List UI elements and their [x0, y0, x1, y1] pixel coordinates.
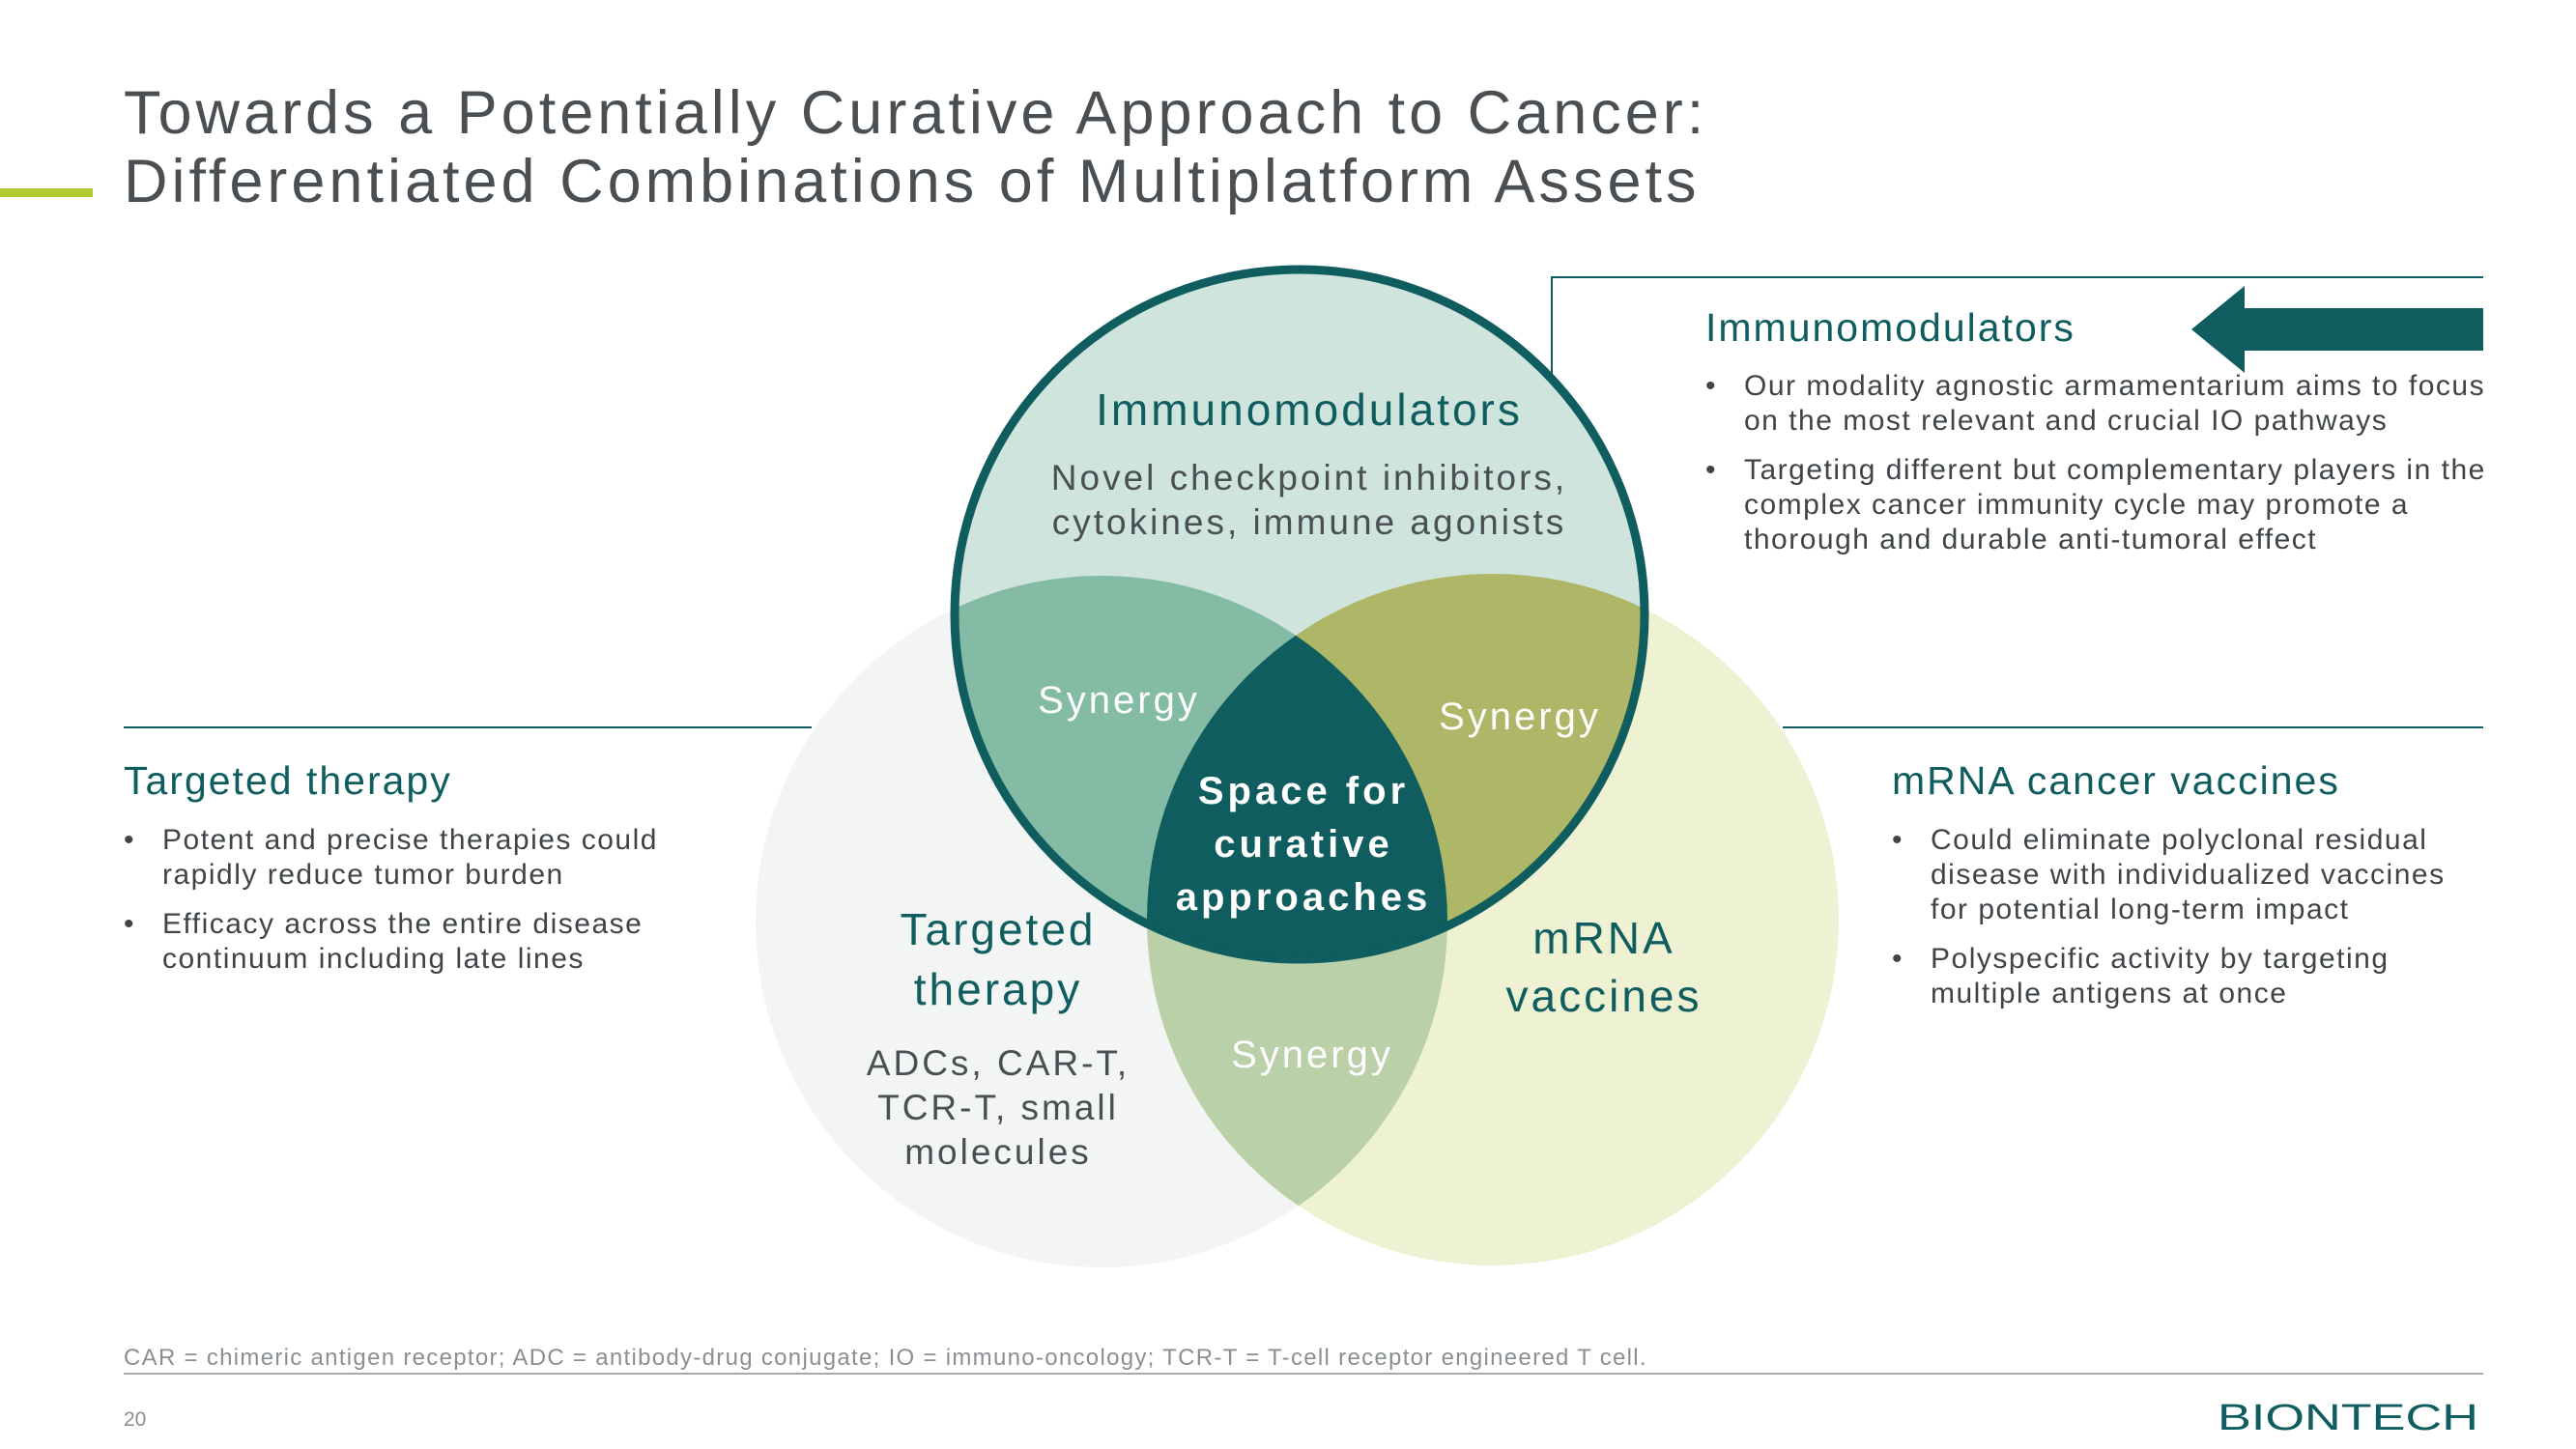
- mrna-vaccines-bullets: Could eliminate polyclonal residual dise…: [1892, 823, 2472, 1026]
- page-number: 20: [124, 1408, 147, 1431]
- venn-center-line-1: Space for: [1198, 770, 1409, 812]
- venn-center-overlap: [1147, 576, 1447, 959]
- venn-synergy-top-left: Synergy: [1038, 679, 1200, 722]
- targeted-therapy-bullet-2: Efficacy across the entire disease conti…: [124, 907, 723, 977]
- venn-synergy-bottom: Synergy: [1231, 1034, 1393, 1076]
- mrna-vaccines-bullet-2: Polyspecific activity by targeting multi…: [1892, 942, 2472, 1011]
- title-line-2: Differentiated Combinations of Multiplat…: [124, 148, 1701, 215]
- immunomodulators-bullet-2: Targeting different but complementary pl…: [1705, 453, 2488, 557]
- venn-synergy-top-right: Synergy: [1439, 696, 1601, 738]
- targeted-connector: [124, 726, 812, 728]
- immunomodulators-bullet-1: Our modality agnostic armamentarium aims…: [1705, 369, 2488, 439]
- venn-center-line-3: approaches: [1176, 876, 1432, 919]
- venn-top-desc-line-2: cytokines, immune agonists: [1052, 502, 1566, 542]
- biontech-logo-text: BIONTECH: [2218, 1398, 2478, 1435]
- venn-left-title-line-1: Targeted: [900, 904, 1096, 954]
- footer-divider: [124, 1373, 2483, 1375]
- venn-right-title-line-2: vaccines: [1506, 971, 1703, 1021]
- title-line-1: Towards a Potentially Curative Approach …: [124, 79, 1708, 147]
- venn-left-desc-line-2: TCR-T, small: [877, 1088, 1119, 1127]
- venn-immunomodulators-outline: [950, 265, 1649, 964]
- venn-left-title-line-2: therapy: [914, 964, 1082, 1014]
- venn-left-desc-line-1: ADCs, CAR-T,: [867, 1043, 1130, 1083]
- immunomodulators-bullets: Our modality agnostic armamentarium aims…: [1705, 369, 2488, 572]
- immunomodulators-heading: Immunomodulators: [1705, 305, 2075, 350]
- venn-right-title-line-1: mRNA: [1532, 913, 1674, 963]
- mrna-vaccines-heading: mRNA cancer vaccines: [1892, 758, 2340, 803]
- mrna-vaccines-bullet-1: Could eliminate polyclonal residual dise…: [1892, 823, 2472, 927]
- arrow-left-icon: [2191, 286, 2483, 373]
- targeted-therapy-bullets: Potent and precise therapies could rapid…: [124, 823, 723, 991]
- title-accent-bar: [0, 188, 93, 197]
- targeted-therapy-heading: Targeted therapy: [124, 758, 452, 803]
- venn-center-line-2: curative: [1214, 823, 1392, 866]
- immunomodulators-connector-side: [1551, 276, 1553, 383]
- venn-top-title: Immunomodulators: [1096, 384, 1523, 435]
- targeted-therapy-bullet-1: Potent and precise therapies could rapid…: [124, 823, 723, 893]
- immunomodulators-connector-top: [1551, 276, 2483, 278]
- venn-left-desc-line-3: molecules: [904, 1132, 1092, 1172]
- slide-title: Towards a Potentially Curative Approach …: [124, 79, 1707, 216]
- venn-top-desc-line-1: Novel checkpoint inhibitors,: [1051, 458, 1567, 497]
- biontech-logo: BIONTECH: [2218, 1398, 2478, 1435]
- footnote: CAR = chimeric antigen receptor; ADC = a…: [124, 1345, 1647, 1371]
- mrna-connector: [1783, 726, 2483, 728]
